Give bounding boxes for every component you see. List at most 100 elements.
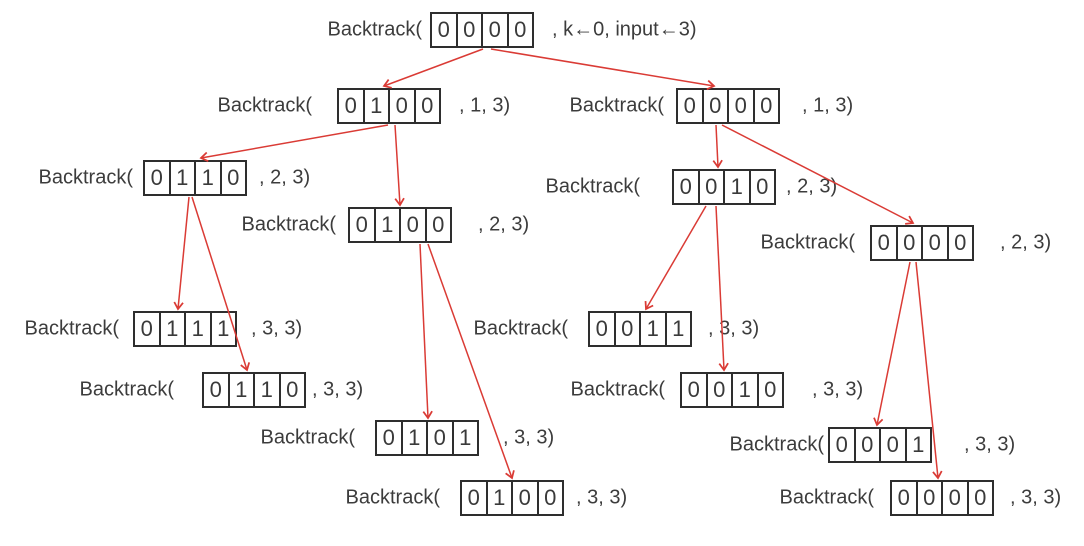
edge-arrow-n-lr-to-n-lrl bbox=[419, 243, 433, 420]
array-cell: 0 bbox=[511, 480, 539, 516]
array-cell: 0 bbox=[588, 311, 616, 347]
call-label: Backtrack( bbox=[760, 231, 855, 254]
array-cell: 1 bbox=[731, 372, 759, 408]
array-cell: 0 bbox=[756, 372, 784, 408]
array-cell: 1 bbox=[485, 480, 513, 516]
array-cell: 0 bbox=[752, 88, 780, 124]
array-cell: 0 bbox=[388, 88, 416, 124]
array-cell: 0 bbox=[278, 372, 306, 408]
edge-arrow-root-to-n-l bbox=[382, 48, 484, 89]
array-cell: 0 bbox=[481, 12, 509, 48]
args-label: , 3, 3) bbox=[1010, 486, 1062, 509]
edge-arrow-n-rr-to-n-rrl bbox=[873, 261, 911, 427]
edge-arrow-n-l-to-n-ll bbox=[199, 124, 389, 162]
array-cell: 0 bbox=[879, 427, 907, 463]
args-label: , 3, 3) bbox=[708, 317, 760, 340]
args-label: , 3, 3) bbox=[503, 426, 555, 449]
args-label: , 2, 3) bbox=[1000, 231, 1052, 254]
array-cell: 1 bbox=[158, 311, 186, 347]
call-label: Backtrack( bbox=[473, 317, 568, 340]
array-cell: 1 bbox=[194, 160, 222, 196]
args-label: , 3, 3) bbox=[251, 317, 303, 340]
args-label: , 2, 3) bbox=[786, 175, 838, 198]
args-label: , 3, 3) bbox=[312, 378, 364, 401]
array-cell: 1 bbox=[639, 311, 667, 347]
call-label: Backtrack( bbox=[327, 18, 422, 41]
array-cell: 1 bbox=[400, 420, 428, 456]
array-cell: 0 bbox=[966, 480, 994, 516]
args-label: , 3, 3) bbox=[964, 433, 1016, 456]
array-cell: 1 bbox=[904, 427, 932, 463]
call-label: Backtrack( bbox=[241, 213, 336, 236]
array-cell: 0 bbox=[748, 169, 776, 205]
array-cell: 0 bbox=[672, 169, 700, 205]
array-cell: 0 bbox=[426, 420, 454, 456]
array-cell: 0 bbox=[460, 480, 488, 516]
array-cell: 0 bbox=[506, 12, 534, 48]
array-cell: 1 bbox=[723, 169, 751, 205]
array-cell: 0 bbox=[455, 12, 483, 48]
array-cell: 0 bbox=[701, 88, 729, 124]
array-cell: 0 bbox=[680, 372, 708, 408]
array-cell: 0 bbox=[915, 480, 943, 516]
array-cell: 0 bbox=[375, 420, 403, 456]
args-label: , 1, 3) bbox=[459, 94, 511, 117]
array-cell: 0 bbox=[399, 207, 427, 243]
array-cell: 1 bbox=[373, 207, 401, 243]
args-label: , 3, 3) bbox=[576, 486, 628, 509]
args-label: , 2, 3) bbox=[478, 213, 530, 236]
call-label: Backtrack( bbox=[79, 378, 174, 401]
call-label: Backtrack( bbox=[24, 317, 119, 340]
call-label: Backtrack( bbox=[260, 426, 355, 449]
edge-arrow-n-rl-to-n-rll bbox=[644, 205, 707, 311]
call-label: Backtrack( bbox=[545, 175, 640, 198]
args-label: , 2, 3) bbox=[259, 166, 311, 189]
array-cell: 0 bbox=[430, 12, 458, 48]
array-cell: 0 bbox=[413, 88, 441, 124]
array-cell: 0 bbox=[895, 225, 923, 261]
array-cell: 0 bbox=[921, 225, 949, 261]
call-label: Backtrack( bbox=[345, 486, 440, 509]
array-cell: 0 bbox=[536, 480, 564, 516]
array-cell: 0 bbox=[143, 160, 171, 196]
array-cell: 1 bbox=[184, 311, 212, 347]
array-cell: 0 bbox=[133, 311, 161, 347]
array-cell: 1 bbox=[362, 88, 390, 124]
call-label: Backtrack( bbox=[569, 94, 664, 117]
array-cell: 0 bbox=[202, 372, 230, 408]
array-cell: 1 bbox=[227, 372, 255, 408]
args-label: , 1, 3) bbox=[802, 94, 854, 117]
args-label: , 3, 3) bbox=[812, 378, 864, 401]
args-label: , k←0, input←3) bbox=[552, 18, 697, 41]
call-label: Backtrack( bbox=[570, 378, 665, 401]
array-cell: 0 bbox=[348, 207, 376, 243]
array-cell: 0 bbox=[890, 480, 918, 516]
array-cell: 1 bbox=[664, 311, 692, 347]
array-cell: 1 bbox=[253, 372, 281, 408]
